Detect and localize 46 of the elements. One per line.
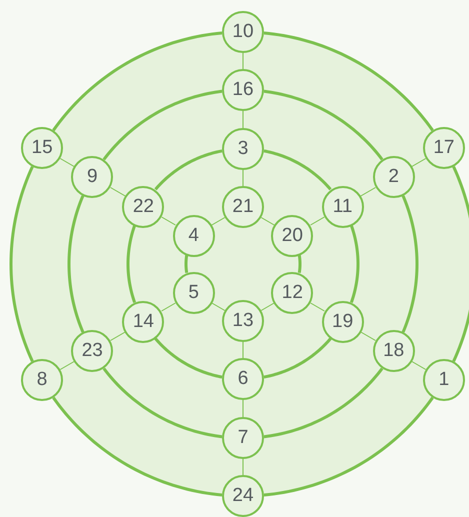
node-circle: 15 xyxy=(21,127,64,169)
connector-line xyxy=(242,342,244,358)
ring-arc xyxy=(102,90,222,160)
connector-line xyxy=(161,302,176,312)
connector-line xyxy=(242,110,244,128)
ring-arc xyxy=(264,149,332,190)
ring-arc xyxy=(154,149,222,190)
ring-arc xyxy=(264,368,384,438)
ring-arc xyxy=(350,225,360,303)
ring-arc xyxy=(102,368,222,438)
connector-line xyxy=(260,217,275,226)
connector-line xyxy=(211,302,226,311)
connector-line xyxy=(211,217,226,226)
ring-arc xyxy=(10,166,34,362)
ring-arc xyxy=(184,254,188,274)
ring-arc xyxy=(402,195,418,333)
ring-arc xyxy=(52,31,222,132)
connector-line xyxy=(411,158,426,167)
node-circle: 24 xyxy=(222,475,264,517)
connector-line xyxy=(360,187,376,196)
node-circle: 10 xyxy=(222,11,264,53)
ring-arc xyxy=(298,254,302,274)
ring-arc xyxy=(264,31,434,132)
connector-line xyxy=(360,332,376,341)
connector-line xyxy=(242,458,244,476)
ring-arc xyxy=(264,396,434,497)
connector-line xyxy=(242,52,244,70)
connector-line xyxy=(60,361,75,370)
connector-line xyxy=(310,216,325,226)
ring-arc xyxy=(154,338,222,379)
connector-line xyxy=(310,302,325,312)
connector-line xyxy=(110,187,126,196)
ring-arc xyxy=(52,396,222,497)
connector-line xyxy=(260,302,275,311)
ring-arc xyxy=(264,338,332,379)
connector-line xyxy=(242,170,244,186)
connector-line xyxy=(60,158,75,167)
connector-line xyxy=(411,361,426,370)
node-circle: 8 xyxy=(21,359,64,401)
ring-arc xyxy=(126,225,136,303)
ring-arc xyxy=(68,195,84,333)
connector-line xyxy=(110,332,126,341)
ring-arc xyxy=(264,90,384,160)
connector-line xyxy=(161,216,176,226)
connector-line xyxy=(242,400,244,418)
ring-arc xyxy=(452,166,469,362)
